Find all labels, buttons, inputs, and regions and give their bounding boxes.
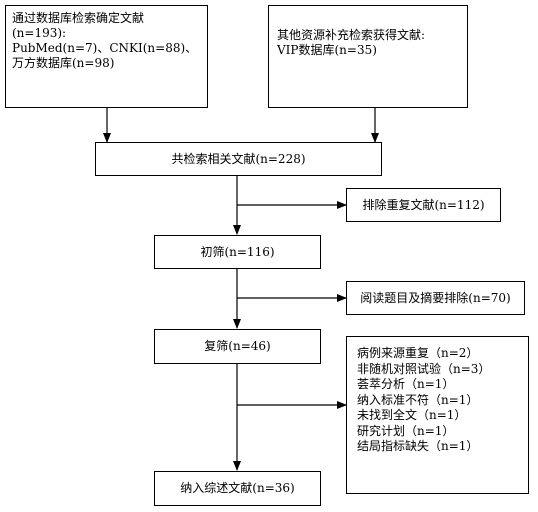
duplicates-excluded-box: 排除重复文献(n=112) [346,188,501,222]
initial-screen-label: 初筛(n=116) [200,244,275,259]
total-records-label: 共检索相关文献(n=228) [171,151,306,166]
other-sources-line-2: VIP数据库(n=35) [277,43,377,57]
rescreen-box: 复筛(n=46) [154,329,321,364]
exclusion-reason: 未找到全文（n=1） [357,408,467,422]
exclusion-reason: 非随机对照试验（n=3） [357,361,491,376]
databases-line-3: PubMed(n=7)、CNKI(n=88)、 [12,41,198,55]
fulltext-exclusion-box: 病例来源重复（n=2） 非随机对照试验（n=3） 荟萃分析（n=1） 纳入标准不… [346,336,529,494]
included-studies-box: 纳入综述文献(n=36) [154,471,321,506]
exclusion-reason: 纳入标准不符（n=1） [357,392,479,407]
abstract-exclusion-box: 阅读题目及摘要排除(n=70) [346,281,525,315]
other-sources-line-1: 其他资源补充检索获得文献: [277,28,426,42]
rescreen-label: 复筛(n=46) [204,339,271,353]
initial-screen-box: 初筛(n=116) [154,235,321,269]
exclusion-reason: 病例来源重复（n=2） [357,346,479,360]
duplicates-excluded-label: 排除重复文献(n=112) [362,197,485,212]
included-studies-label: 纳入综述文献(n=36) [180,481,295,495]
total-records-box: 共检索相关文献(n=228) [95,142,382,176]
exclusion-reason: 结局指标缺失（n=1） [357,439,479,453]
other-sources-box: 其他资源补充检索获得文献: VIP数据库(n=35) [268,5,468,108]
databases-search-box: 通过数据库检索确定文献 (n=193): PubMed(n=7)、CNKI(n=… [5,5,208,108]
exclusion-reason: 研究计划（n=1） [357,423,455,438]
databases-line-4: 万方数据库(n=98) [12,56,115,70]
databases-line-2: (n=193): [12,26,67,40]
exclusion-reason: 荟萃分析（n=1） [357,377,455,391]
databases-line-1: 通过数据库检索确定文献 [12,11,145,25]
abstract-exclusion-label: 阅读题目及摘要排除(n=70) [360,290,511,305]
